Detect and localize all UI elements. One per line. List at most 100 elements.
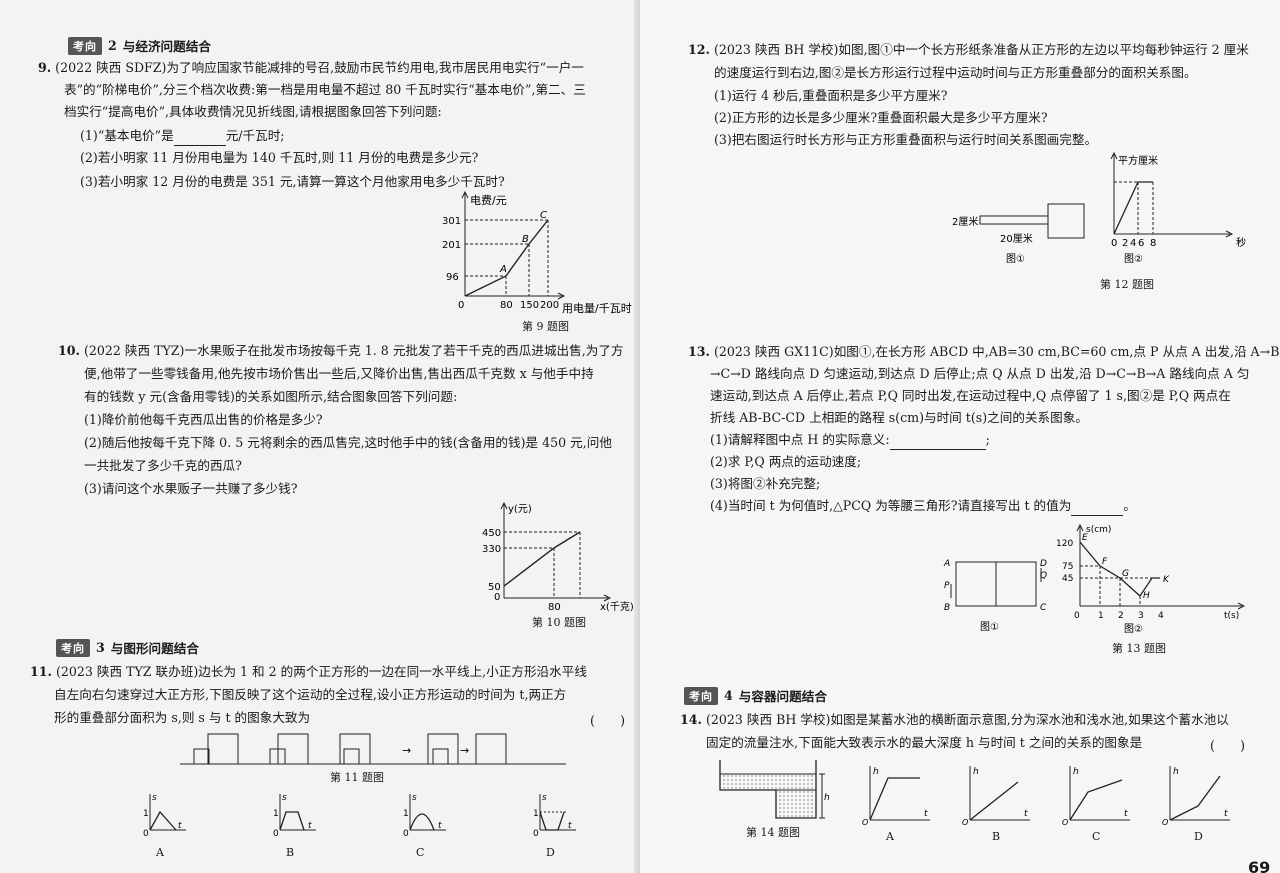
q11-option-a-graph[interactable]: s 1 0 t — [136, 790, 196, 838]
left-page: 考向 2 与经济问题结合 9. (2022 陕西 SDFZ)为了响应国家节能减排… — [30, 36, 634, 859]
question-text: (2022 陕西 TYZ)一水果贩子在批发市场按每千克 1. 8 元批发了若干千… — [83, 343, 624, 358]
section-header-2: 考向 2 与经济问题结合 — [68, 36, 211, 55]
q11-option-c-graph[interactable]: s 1 0 t — [396, 790, 456, 838]
q14-option-d-graph[interactable]: h O t — [1158, 762, 1238, 826]
svg-text:t: t — [924, 809, 928, 819]
option-label-a[interactable]: A — [156, 846, 164, 859]
svg-text:t: t — [178, 821, 182, 831]
option-label-c[interactable]: C — [416, 846, 425, 859]
point-label-a: A — [499, 264, 507, 275]
question-text: →C→D 路线向点 D 匀速运动,到达点 D 后停止;点 Q 从点 D 出发,沿… — [710, 366, 1250, 381]
svg-text:1: 1 — [273, 809, 279, 819]
svg-text:1: 1 — [533, 809, 539, 819]
answer-parentheses[interactable]: ( ) — [590, 713, 626, 728]
question-text: 形的重叠部分面积为 s,则 s 与 t 的图象大致为 — [54, 710, 311, 725]
q10-sales-graph: y(元) 450 330 50 0 80 x(千克) — [482, 501, 634, 613]
option-label-b[interactable]: B — [992, 830, 1001, 843]
x-axis-label: 用电量/千瓦时 — [562, 302, 632, 315]
q9-electricity-graph: 电费/元 301 201 96 0 80 150 200 用电量/千瓦时 A B… — [442, 190, 632, 315]
option-label-c[interactable]: C — [1092, 830, 1101, 843]
svg-text:4: 4 — [1158, 611, 1164, 621]
figure-caption: 第 14 题图 — [746, 826, 800, 839]
sub-question-2: (2)随后他按每千克下降 0. 5 元将剩余的西瓜售完,这时他手中的钱(含备用的… — [84, 435, 612, 450]
q13-figure-2-graph: s(cm) 120 75 45 0 1 2 3 4 t(s) E F G H K… — [1056, 523, 1246, 635]
svg-text:H: H — [1143, 591, 1150, 601]
svg-text:h: h — [873, 767, 879, 777]
section-number: 2 — [108, 38, 117, 53]
svg-text:t: t — [438, 821, 442, 831]
answer-blank[interactable] — [173, 133, 226, 146]
svg-text:K: K — [1163, 575, 1170, 585]
sub-question-1: (1)降价前他每千克西瓜出售的价格是多少? — [84, 412, 323, 427]
tick-label: 301 — [442, 216, 461, 227]
answer-blank[interactable] — [1071, 503, 1124, 516]
tick-label: 80 — [500, 300, 513, 311]
sub-question-3: (3)请问这个水果贩子一共赚了多少钱? — [84, 481, 298, 496]
question-text: 便,他带了一些零钱备用,他先按市场价售出一些后,又降价出售,售出西瓜千克数 x … — [84, 366, 594, 381]
svg-text:B: B — [944, 603, 950, 613]
q11-squares-motion: → → — [180, 733, 566, 765]
q11-option-d-graph[interactable]: s 1 0 t — [526, 790, 586, 838]
q14-option-b-graph[interactable]: h O t — [958, 762, 1038, 826]
section-tag: 考向 — [68, 36, 102, 55]
point-label-c: C — [540, 210, 547, 221]
option-label-d[interactable]: D — [1194, 830, 1203, 843]
y-axis-label: 电费/元 — [470, 194, 507, 207]
tick-label: 200 — [540, 300, 559, 311]
q14-option-a-graph[interactable]: h O t — [858, 762, 938, 826]
svg-text:E: E — [1082, 533, 1088, 543]
sub-question-3: (3)把右图运行时长方形与正方形重叠面积与运行时间关系图画完整。 — [714, 132, 1098, 147]
section-tag: 考向 — [684, 686, 718, 705]
svg-text:s: s — [152, 793, 157, 803]
svg-text:120: 120 — [1056, 539, 1073, 549]
option-label-d[interactable]: D — [546, 846, 555, 859]
svg-text:O: O — [1162, 818, 1168, 826]
svg-text:Q: Q — [1040, 571, 1047, 581]
q11-option-b-graph[interactable]: s 1 0 t — [266, 790, 326, 838]
arrow: → — [460, 744, 469, 757]
option-label-b[interactable]: B — [286, 846, 295, 859]
tick-label: 0 — [494, 592, 500, 603]
length-label: 20厘米 — [1000, 232, 1033, 245]
svg-text:1: 1 — [143, 809, 149, 819]
svg-text:75: 75 — [1062, 562, 1073, 572]
y-axis-label: y(元) — [508, 504, 532, 515]
section-header-3: 考向 3 与图形问题结合 — [56, 638, 199, 657]
sub-question-4: (4)当时间 t 为何值时,△PCQ 为等腰三角形?请直接写出 t 的值为。 — [710, 496, 1136, 516]
answer-parentheses[interactable]: ( ) — [1210, 738, 1246, 753]
question-text: 固定的流量注水,下面能大致表示水的最大深度 h 与时间 t 之间的关系的图象是 — [706, 735, 1143, 750]
tick-label: 80 — [548, 602, 561, 613]
x-axis-label: x(千克) — [600, 601, 634, 613]
figure-caption: 第 11 题图 — [330, 771, 384, 784]
svg-text:0: 0 — [403, 829, 409, 838]
svg-text:O: O — [962, 818, 968, 826]
q14-reservoir-diagram: h — [719, 760, 830, 819]
svg-text:2: 2 — [1122, 238, 1128, 249]
section-number: 4 — [724, 688, 733, 703]
question-text: (2023 陕西 BH 学校)如图是某蓄水池的横断面示意图,分为深水池和浅水池,… — [705, 712, 1229, 727]
sub-question-2-cont: 一共批发了多少千克的西瓜? — [84, 458, 242, 473]
svg-text:8: 8 — [1150, 238, 1156, 249]
section-header-4: 考向 4 与容器问题结合 — [684, 686, 827, 705]
svg-text:P: P — [944, 581, 950, 591]
question-text: 档实行“提高电价”,具体收费情况见折线图,请根据图象回答下列问题: — [64, 104, 442, 119]
svg-text:t: t — [1224, 809, 1228, 819]
q14-option-c-graph[interactable]: h O t — [1058, 762, 1138, 826]
svg-text:s: s — [412, 793, 417, 803]
sub-question-3: (3)将图②补充完整; — [710, 476, 821, 491]
x-axis-label: 秒 — [1236, 236, 1246, 249]
section-tag: 考向 — [56, 638, 90, 657]
svg-text:0: 0 — [533, 829, 539, 838]
width-label: 2厘米 — [952, 215, 978, 228]
figure-caption: 第 12 题图 — [1100, 278, 1154, 291]
tick-label: 201 — [442, 240, 461, 251]
figure-caption: 第 13 题图 — [1112, 642, 1166, 655]
answer-blank[interactable] — [889, 437, 986, 450]
svg-text:0: 0 — [273, 829, 279, 838]
svg-text:1: 1 — [1098, 611, 1104, 621]
right-page: 12. (2023 陕西 BH 学校)如图,图①中一个长方形纸条准备从正方形的左… — [640, 0, 1280, 873]
question-text: 表”的“阶梯电价”,分三个档次收费:第一档是用电量不超过 80 千瓦时实行“基本… — [64, 82, 586, 97]
option-label-a[interactable]: A — [886, 830, 894, 843]
svg-text:t: t — [308, 821, 312, 831]
tick-label: 450 — [482, 528, 501, 539]
